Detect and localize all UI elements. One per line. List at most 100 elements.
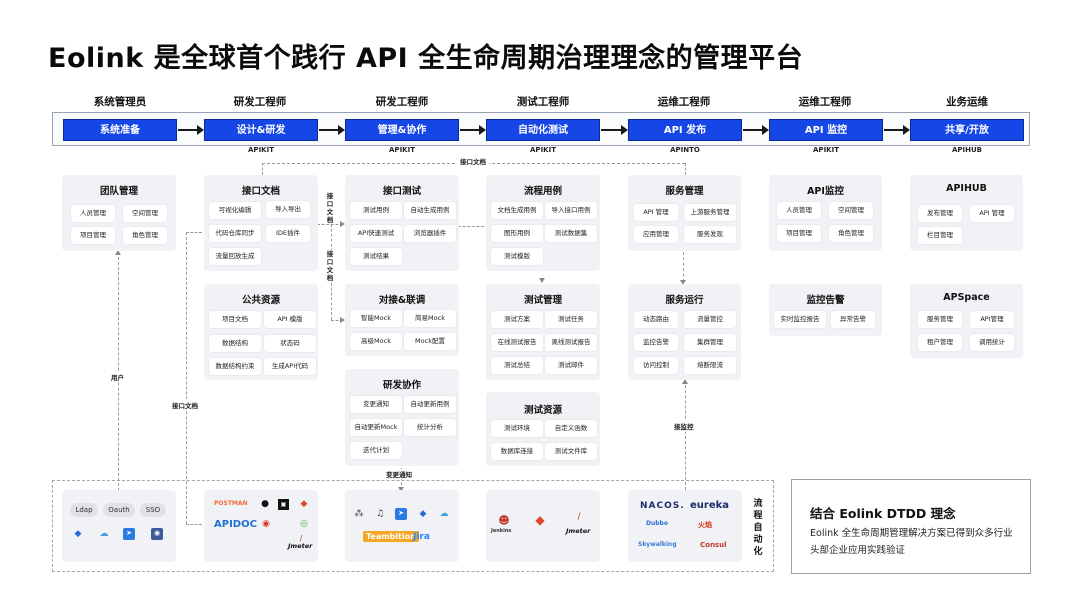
card-title: 测试管理 <box>523 295 562 306</box>
card-apspace: APSpace 服务管理 API管理 租户管理 调用统计 <box>910 284 1023 358</box>
feature-chip: 人员管理 <box>71 205 115 222</box>
arrowhead-icon <box>539 278 545 283</box>
dtdd-description: Eolink 全生命周期管理解决方案已得到众多行业头部企业应用实践验证 <box>810 528 1013 556</box>
stage-manage-collab: 管理&协作 <box>345 119 459 141</box>
stage-api-monitor: API 监控 <box>769 119 883 141</box>
flow-arrow <box>319 125 345 135</box>
feature-chip: API 模版 <box>264 311 316 328</box>
connector-label: 接口文档 <box>172 399 198 411</box>
feature-chip: 测试任务 <box>545 311 597 328</box>
nacos-logo: NACOS. <box>640 501 685 511</box>
wing-logo-icon: ◆ <box>419 509 427 519</box>
feature-chip: 集群管理 <box>684 334 736 351</box>
change-connector-line <box>401 468 402 490</box>
connector-label: 接口文档 <box>326 192 334 224</box>
jmeter-logo: Jmeter <box>288 542 313 550</box>
feature-chip: 流量回放生成 <box>209 248 261 265</box>
connector-label: 用户 <box>111 372 124 382</box>
card-title: 流程用例 <box>523 186 562 197</box>
dtdd-box: 结合 Eolink DTDD 理念 Eolink 全生命周期管理解决方案已得到众… <box>791 479 1031 574</box>
feature-chip: 状态码 <box>264 335 316 352</box>
feature-chip: 数据库连接 <box>491 443 543 460</box>
apidoc-logo: APIDOC <box>214 519 257 530</box>
card-apihub: APIHUB 发布管理 API 管理 栏目管理 <box>910 175 1023 251</box>
flow-arrow <box>601 125 628 135</box>
consul-logo: Consul <box>700 541 727 549</box>
doc-left-connector-line <box>186 232 202 233</box>
feature-chip: IDE插件 <box>266 225 310 242</box>
feature-chip: 服务发现 <box>684 226 736 243</box>
feature-chip: 测试方案 <box>491 311 543 328</box>
card-team-management: 团队管理 人员管理 空间管理 项目管理 角色管理 <box>62 175 176 251</box>
stage-design-dev: 设计&研发 <box>204 119 318 141</box>
connector-label: 接监控 <box>674 420 694 432</box>
feature-chip: 数据结构约束 <box>209 358 261 375</box>
feature-chip: 测试模版 <box>491 248 543 265</box>
card-mock: 对接&联调 智能Mock 简易Mock 高级Mock Mock配置 <box>345 284 459 356</box>
feature-chip: 调用统计 <box>970 334 1014 351</box>
postman-logo: POSTMAN <box>214 500 248 507</box>
integrations-region <box>52 480 774 572</box>
teambition-logo: Teambition <box>363 531 419 542</box>
card-title: APIHUB <box>946 183 987 194</box>
doc-connector-line <box>262 163 263 175</box>
feature-chip: 浏览器插件 <box>404 225 456 242</box>
test-flow-connector-line <box>458 226 484 227</box>
dubbo-logo: Dubbo <box>646 520 668 527</box>
auth-pill: Ldap <box>70 503 98 517</box>
feature-chip: 测试文件库 <box>545 443 597 460</box>
feature-chip: 离线测试报告 <box>545 334 597 351</box>
flow-arrow <box>460 125 486 135</box>
jira-logo: Jira <box>413 532 430 542</box>
feature-chip: 测试总结 <box>491 357 543 374</box>
card-title: APSpace <box>943 292 990 303</box>
feature-chip: 文档生成用例 <box>491 202 543 219</box>
cloud-logo-icon: ☁ <box>439 509 449 519</box>
feature-chip: 熔断限流 <box>684 357 736 374</box>
feature-chip: 上游服务管理 <box>684 204 736 221</box>
feature-chip: 在线测试报告 <box>491 334 543 351</box>
jenkins-logo-icon: ☻ <box>498 514 510 527</box>
feature-chip: 角色管理 <box>123 227 167 244</box>
card-title: 服务运行 <box>665 295 704 306</box>
feature-chip: 发布管理 <box>918 205 962 222</box>
feature-chip: Mock配置 <box>404 333 456 350</box>
feature-chip: 人员管理 <box>777 202 821 219</box>
connector-label: 接口文档 <box>457 156 489 166</box>
feature-chip: 导入导出 <box>266 201 310 218</box>
card-test-resources: 测试资源 测试环境 自定义函数 数据库连接 测试文件库 <box>486 392 600 466</box>
g-logo-icon: ◉ <box>262 519 270 529</box>
role-label: 研发工程师 <box>233 96 287 108</box>
card-api-monitor: API监控 人员管理 空间管理 项目管理 角色管理 <box>769 175 882 251</box>
card-title: 测试资源 <box>523 405 562 416</box>
card-title: 团队管理 <box>99 186 138 197</box>
stage-tool-label: APIKIT <box>248 146 274 154</box>
feature-chip: 监控告警 <box>634 334 678 351</box>
feature-chip: 数据结构 <box>209 335 261 352</box>
integration-ci: ☻ Jenkins ◆ / Jmeter <box>486 490 600 562</box>
feature-chip: 自动生成用例 <box>404 202 456 219</box>
wing-logo-icon: ◆ <box>74 529 82 539</box>
feature-chip: API管理 <box>970 311 1014 328</box>
card-title: 对接&联调 <box>378 295 426 306</box>
feature-chip: 访问控制 <box>634 357 678 374</box>
process-automation-label: 流程自动化 <box>753 499 763 557</box>
feature-chip: 动态路由 <box>634 311 678 328</box>
feature-chip: 自动更新Mock <box>350 419 402 436</box>
doc-mock-connector-line <box>331 320 343 321</box>
jetbrains-logo-icon: ▣ <box>278 499 289 510</box>
integration-dev: POSTMAN ● ▣ ◆ APIDOC ◉ ◎ Jmeter / <box>204 490 318 562</box>
feature-chip: 测试用例 <box>350 202 402 219</box>
feature-chip: API 管理 <box>634 204 678 221</box>
feature-chip: API 管理 <box>970 205 1014 222</box>
feature-chip: 应用管理 <box>634 226 678 243</box>
feature-chip: 项目管理 <box>71 227 115 244</box>
feature-chip: 智能Mock <box>350 310 402 327</box>
feature-chip: 高级Mock <box>350 333 402 350</box>
card-flow-case: 流程用例 文档生成用例 导入接口用例 图形用例 测试数据集 测试模版 <box>486 175 600 271</box>
card-monitor-alert: 监控告警 实时监控报告 异常告警 <box>769 284 882 336</box>
feature-chip: 空间管理 <box>829 202 873 219</box>
feather-icon: / <box>577 512 581 522</box>
stage-system-prep: 系统准备 <box>63 119 177 141</box>
feature-chip: 空间管理 <box>123 205 167 222</box>
